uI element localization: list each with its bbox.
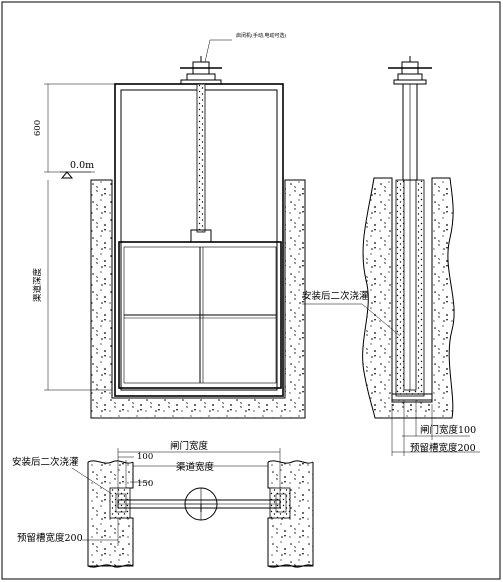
channel-depth-label: 渠道深度 [32,268,43,303]
side-gate-width-label: 闸门宽度100 [420,424,476,436]
side-hoist-icon [388,56,432,85]
level-label: 0.0m [70,160,94,171]
plan-grout-label: 安装后二次浇灌 [12,456,79,468]
hoist-handwheel-icon [180,56,222,85]
side-grout-label: 安装后二次浇灌 [302,290,369,302]
gate-stem [196,83,206,233]
side-concrete [362,177,455,419]
plan-dim-100: 100 [137,452,153,462]
plan-left-grout [109,487,131,519]
plan-dim-150: 150 [137,479,153,489]
front-elevation: 启闭机(手动,电动可选) 600 0.0m 渠道深度 [32,32,306,419]
hoist-label: 启闭机(手动,电动可选) [236,32,287,39]
level-marker-icon [60,171,74,179]
side-slot-width-label: 预留槽宽度200 [410,442,476,454]
height-dimension: 600 [33,120,43,136]
plan-view: 闸门宽度 渠道宽度 100 150 安装后二次浇灌 预留槽宽度200 [12,440,314,568]
plan-slot-width-label: 预留槽宽度200 [17,532,83,544]
plan-gate-width-label: 闸门宽度 [170,440,209,452]
plan-channel-width-label: 渠道宽度 [176,461,215,473]
side-elevation: 安装后二次浇灌 闸门宽度100 预留槽宽度200 [302,56,480,456]
